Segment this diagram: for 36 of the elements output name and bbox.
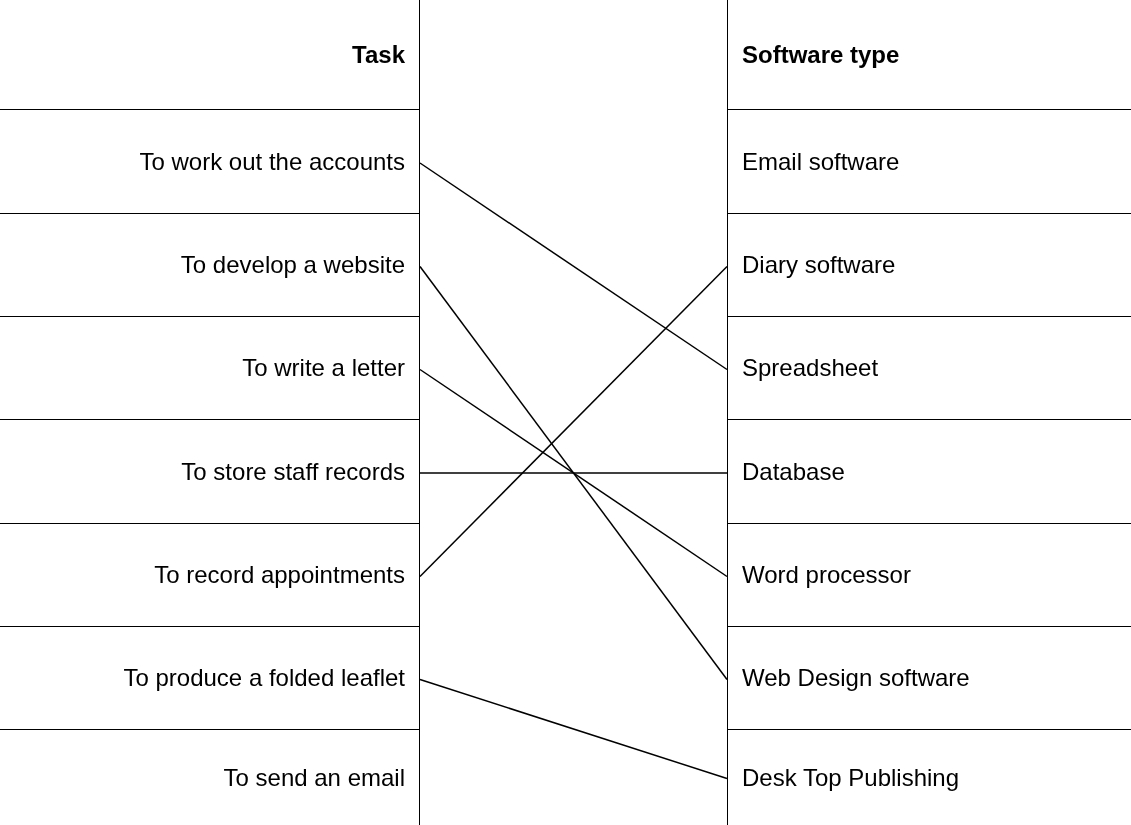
cell-text: To work out the accounts [139, 147, 405, 176]
matching-line [419, 265, 728, 681]
cell-text: To develop a website [180, 251, 405, 279]
matching-line [419, 678, 728, 780]
table-cell [727, 627, 1131, 730]
cell-text: Word processor [742, 561, 911, 589]
column-heading: Software type [742, 40, 900, 69]
cell-text: Diary software [742, 251, 896, 279]
cell-text: To produce a folded leaflet [123, 664, 405, 692]
matching-line [419, 368, 728, 578]
cell-text: Web Design software [742, 664, 970, 692]
cell-text: Desk Top Publishing [742, 763, 960, 792]
table-cell [0, 110, 420, 214]
table-cell [727, 524, 1131, 627]
cell-text: To record appointments [154, 561, 405, 589]
column-header-cell [727, 0, 1131, 110]
table-cell [0, 627, 420, 730]
column-heading: Task [352, 40, 405, 69]
cell-text: Database [742, 457, 845, 486]
cell-text: Spreadsheet [742, 354, 879, 382]
table-cell [0, 317, 420, 420]
table-cell [0, 524, 420, 627]
table-cell [0, 420, 420, 524]
cell-text: To write a letter [242, 354, 405, 382]
table-cell [727, 317, 1131, 420]
table-cell [727, 214, 1131, 317]
cell-text: To store staff records [181, 457, 405, 486]
matching-line [419, 265, 728, 578]
column-header-cell [0, 0, 420, 110]
cell-text: To send an email [223, 763, 405, 792]
table-cell [0, 214, 420, 317]
table-cell [727, 420, 1131, 524]
matching-line [419, 472, 728, 474]
table-cell [727, 110, 1131, 214]
matching-line [419, 162, 728, 371]
cell-text: Email software [742, 147, 900, 176]
